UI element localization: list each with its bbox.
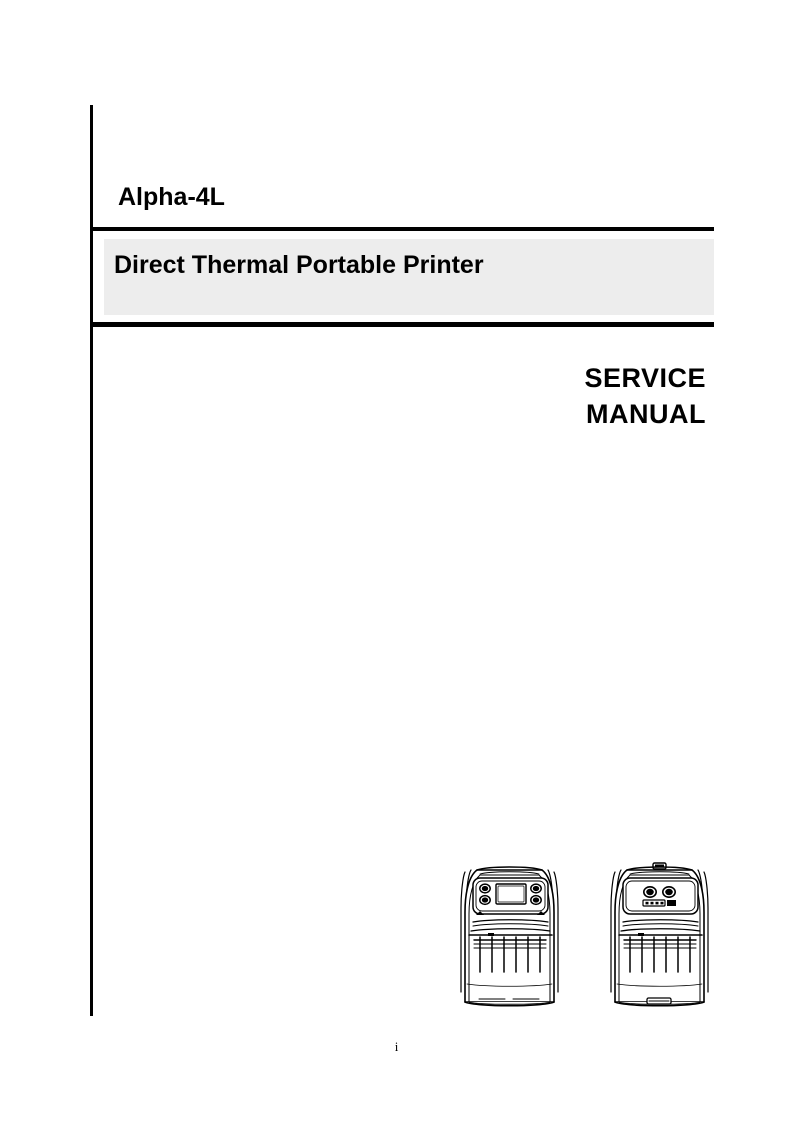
document-type-line1: SERVICE <box>584 363 706 393</box>
title-rule-bottom <box>91 322 714 327</box>
printer-illustration <box>447 852 737 1027</box>
left-vertical-rule <box>90 105 93 1016</box>
printer-device-lcd <box>460 866 559 1007</box>
printer-device-basic <box>610 862 709 1007</box>
title-band: Direct Thermal Portable Printer <box>104 239 714 315</box>
document-type: SERVICE MANUAL <box>584 361 706 432</box>
lcd-screen <box>495 883 527 905</box>
model-name: Alpha-4L <box>118 183 225 211</box>
platen-fingers <box>629 936 691 973</box>
title-rule-top <box>91 227 714 231</box>
platen-fingers <box>479 936 541 973</box>
page-number: i <box>394 1039 399 1054</box>
page-title: Direct Thermal Portable Printer <box>114 251 484 279</box>
control-buttons-left <box>479 883 491 906</box>
control-buttons-right <box>530 883 542 906</box>
control-buttons <box>642 885 677 898</box>
document-type-line2: MANUAL <box>586 398 706 429</box>
status-indicators <box>642 899 676 907</box>
